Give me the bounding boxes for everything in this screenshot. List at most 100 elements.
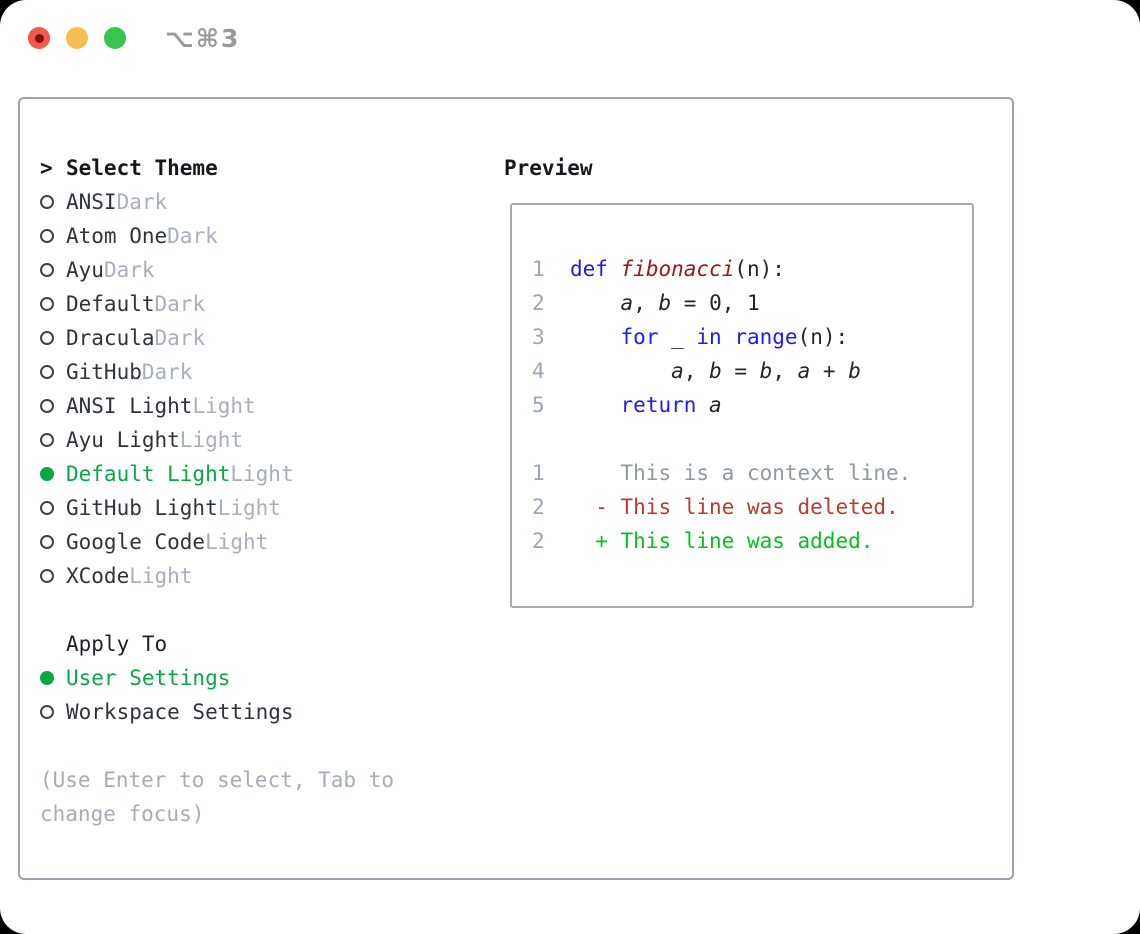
diff-text: + This line was added.	[595, 529, 874, 553]
theme-option[interactable]: Default Light Light	[40, 457, 460, 491]
code-token: = 0, 1	[671, 291, 760, 315]
code-token: range	[734, 325, 798, 349]
code-token: b	[658, 291, 672, 315]
close-button[interactable]	[28, 27, 50, 49]
code-token	[570, 359, 671, 383]
title-bar: ⌥⌘3	[28, 23, 241, 53]
radio-unselected-icon	[40, 433, 54, 447]
theme-option[interactable]: ANSI Dark	[40, 185, 460, 219]
radio-unselected-icon	[40, 399, 54, 413]
radio-unselected-icon	[40, 331, 54, 345]
line-number: 2	[532, 529, 545, 553]
radio-unselected-icon	[40, 501, 54, 515]
code-token: b	[848, 359, 861, 383]
selector-header: > Select Theme	[40, 151, 460, 185]
theme-variant: Dark	[154, 326, 206, 350]
code-line: 1 def fibonacci(n):	[532, 252, 972, 286]
code-token	[608, 257, 621, 281]
theme-variant: Dark	[154, 292, 206, 316]
radio-selected-icon	[40, 467, 54, 481]
theme-option[interactable]: GitHub Light Light	[40, 491, 460, 525]
theme-variant: Light	[217, 496, 281, 520]
theme-name: Ayu Light	[66, 428, 180, 452]
focus-caret-icon: >	[40, 156, 53, 180]
theme-option[interactable]: Atom One Dark	[40, 219, 460, 253]
apply-to-label: Apply To	[66, 632, 168, 656]
theme-variant: Dark	[167, 224, 218, 248]
line-number: 2	[532, 291, 545, 315]
theme-variant: Light	[192, 394, 256, 418]
window-shortcut-label: ⌥⌘3	[165, 23, 241, 53]
theme-variant: Light	[179, 428, 244, 452]
apply-to-option[interactable]: Workspace Settings	[40, 695, 460, 729]
line-number: 4	[532, 359, 545, 383]
code-token: ,	[683, 359, 710, 383]
theme-option[interactable]: Ayu Light Light	[40, 423, 460, 457]
code-token	[570, 325, 621, 349]
code-token: a	[797, 359, 811, 383]
code-token: _	[658, 325, 697, 349]
theme-option[interactable]: Dracula Dark	[40, 321, 460, 355]
diff-line: 2 + This line was added.	[532, 524, 972, 558]
theme-name: Default Light	[66, 462, 231, 486]
theme-option[interactable]: Google Code Light	[40, 525, 460, 559]
code-token: b	[709, 359, 722, 383]
code-line: 2 a, b = 0, 1	[532, 286, 972, 320]
code-token: a	[620, 291, 634, 315]
theme-name: Default	[66, 292, 155, 316]
code-token	[570, 291, 621, 315]
line-number: 3	[532, 325, 545, 349]
theme-option[interactable]: ANSI Light Light	[40, 389, 460, 423]
code-line: 4 a, b = b, a + b	[532, 354, 972, 388]
theme-variant: Light	[129, 564, 193, 588]
minimize-button[interactable]	[66, 27, 88, 49]
preview-title: Preview	[504, 156, 593, 180]
diff-line: 1 This is a context line.	[532, 456, 972, 490]
theme-name: Ayu	[66, 258, 104, 282]
radio-unselected-icon	[40, 195, 54, 209]
code-token: (n):	[797, 325, 849, 349]
diff-text: This is a context line.	[595, 461, 912, 485]
apply-to-option[interactable]: User Settings	[40, 661, 460, 695]
radio-unselected-icon	[40, 705, 54, 719]
theme-name: Atom One	[66, 224, 168, 248]
radio-unselected-icon	[40, 569, 54, 583]
unsaved-indicator-dot	[34, 33, 44, 43]
theme-name: ANSI Light	[66, 394, 193, 418]
theme-variant: Light	[205, 530, 269, 554]
blank-line	[532, 422, 972, 456]
code-token: return	[620, 393, 697, 417]
theme-variant: Dark	[116, 190, 168, 214]
theme-name: XCode	[66, 564, 130, 588]
code-token: +	[810, 359, 849, 383]
radio-unselected-icon	[40, 297, 54, 311]
diff-text: - This line was deleted.	[595, 495, 899, 519]
code-token: b	[759, 359, 773, 383]
code-token	[722, 325, 735, 349]
line-number: 1	[532, 257, 545, 281]
zoom-button[interactable]	[104, 27, 126, 49]
code-token	[696, 393, 709, 417]
theme-variant: Dark	[103, 258, 155, 282]
theme-option[interactable]: XCode Light	[40, 559, 460, 593]
keyboard-hint: (Use Enter to select, Tab to change focu…	[40, 768, 395, 826]
theme-option[interactable]: Default Dark	[40, 287, 460, 321]
code-token: =	[721, 359, 760, 383]
diff-lines: 1 This is a context line.2 - This line w…	[532, 456, 972, 558]
theme-option[interactable]: GitHub Dark	[40, 355, 460, 389]
radio-unselected-icon	[40, 365, 54, 379]
radio-selected-icon	[40, 671, 54, 685]
spacer	[40, 729, 460, 763]
code-token	[570, 393, 621, 417]
theme-name: GitHub	[66, 360, 142, 384]
code-token: a	[709, 393, 722, 417]
theme-option[interactable]: Ayu Dark	[40, 253, 460, 287]
code-token: fibonacci	[620, 257, 735, 281]
diff-line: 2 - This line was deleted.	[532, 490, 972, 524]
theme-name: ANSI	[66, 190, 117, 214]
theme-name: Dracula	[66, 326, 155, 350]
